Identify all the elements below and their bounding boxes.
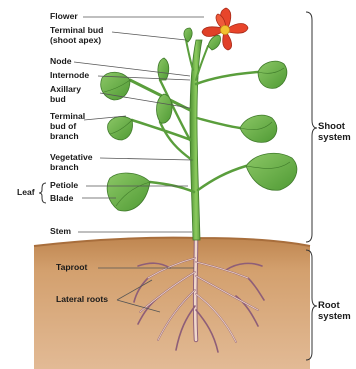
label-root-system-line2: system (318, 312, 351, 323)
label-petiole: Petiole (50, 181, 78, 191)
label-lateral-roots: Lateral roots (56, 295, 108, 305)
label-blade: Blade (50, 194, 73, 204)
label-shoot-system-line2: system (318, 133, 351, 144)
label-node: Node (50, 57, 71, 67)
label-axillary-bud-line2: bud (50, 95, 66, 105)
label-taproot: Taproot (56, 263, 87, 273)
label-terminal-bud-branch-line3: branch (50, 132, 79, 142)
label-shoot-system-line1: Shoot (318, 122, 345, 133)
label-stem: Stem (50, 227, 71, 237)
label-vegetative-branch-line2: branch (50, 163, 79, 173)
label-root-system-line1: Root (318, 301, 340, 312)
label-shoot-apex: (shoot apex) (50, 36, 101, 46)
label-internode: Internode (50, 71, 89, 81)
label-leaf: Leaf (17, 188, 35, 198)
label-flower: Flower (50, 12, 78, 22)
